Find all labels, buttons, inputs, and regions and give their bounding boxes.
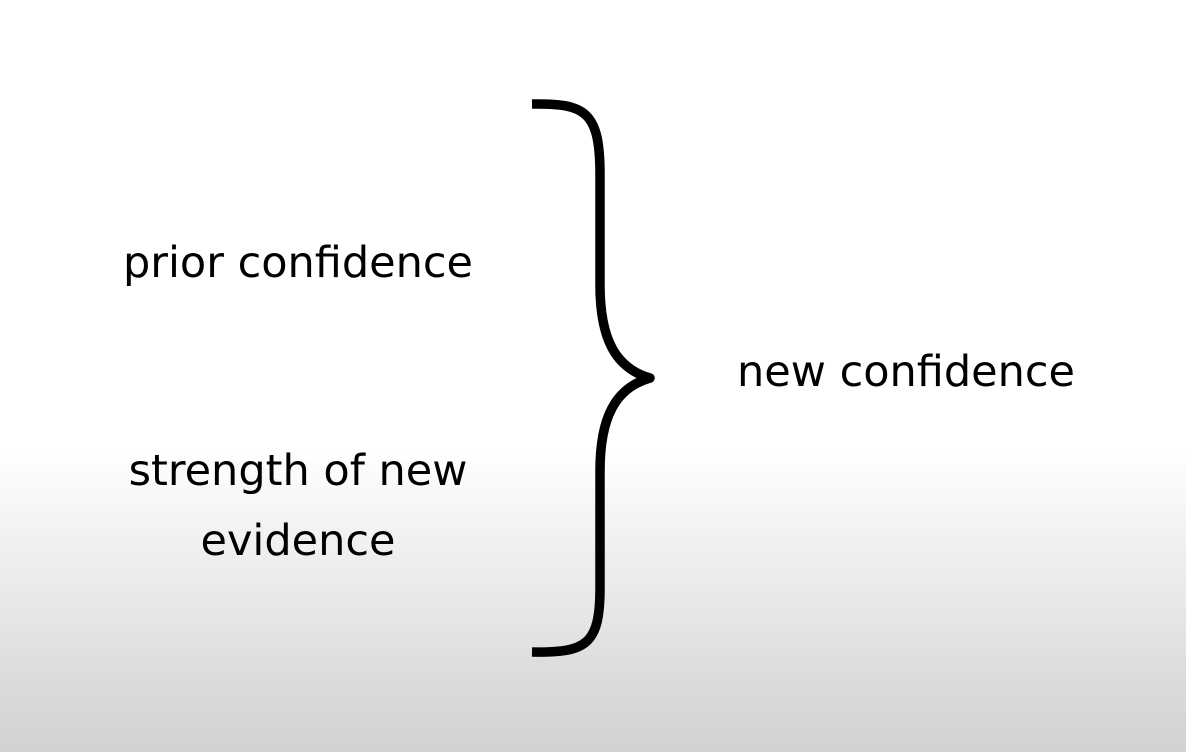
prior-confidence-label: prior confidence [123, 238, 473, 288]
new-evidence-label-line-2: evidence [200, 516, 396, 566]
new-confidence-label: new confidence [737, 347, 1075, 397]
new-evidence-label-line-1: strength of new [128, 446, 468, 496]
curly-brace-stroke [531, 99, 655, 657]
new-evidence-label: strength of new evidence [96, 436, 500, 576]
